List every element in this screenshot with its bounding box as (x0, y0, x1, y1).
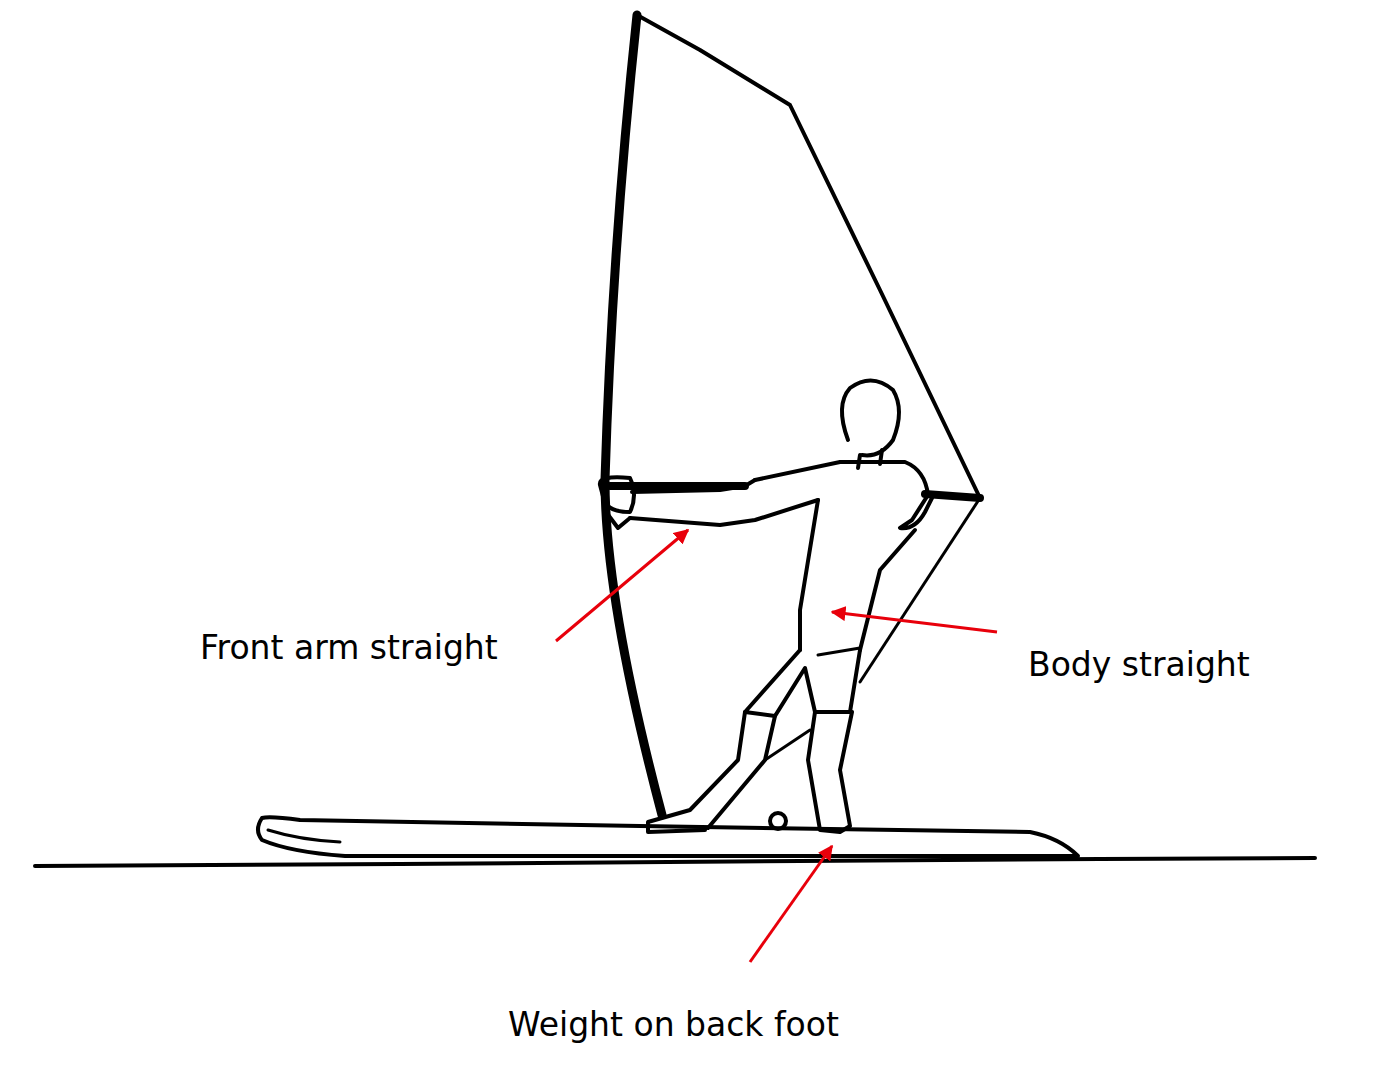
front-lower-arm (630, 500, 818, 525)
shoulders (755, 462, 928, 495)
sail-leech (637, 15, 980, 498)
back-arm (900, 495, 932, 528)
front-hand-fingers (606, 512, 630, 528)
water-line (35, 858, 1315, 866)
back-leg (808, 712, 852, 832)
front-knee (765, 730, 810, 760)
callout-label: Body straight (1026, 645, 1252, 685)
torso-right (860, 530, 915, 650)
front-upper-arm (632, 480, 755, 492)
board-nose (268, 830, 340, 842)
leader-arrow (832, 612, 997, 632)
sail-foot (860, 498, 980, 682)
shorts (745, 650, 860, 716)
head (842, 380, 899, 455)
callout-label: Front arm straight (198, 628, 500, 668)
shorts-hem (818, 648, 860, 655)
front-leg (648, 712, 775, 832)
leader-arrow (750, 846, 832, 962)
neck (858, 450, 882, 468)
front-hand (600, 477, 634, 512)
callout-label: Weight on back foot (506, 1005, 841, 1045)
board (258, 817, 1078, 856)
leader-arrow (556, 530, 688, 641)
mast-foot (770, 813, 786, 829)
torso-left (800, 500, 818, 650)
mast (605, 15, 662, 815)
